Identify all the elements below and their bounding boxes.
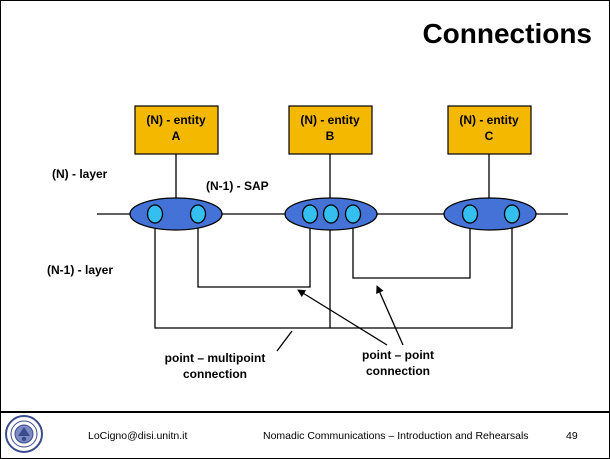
entity-box-c: [447, 105, 532, 155]
sap-a1: [146, 204, 164, 224]
point-multipoint-connection: [154, 216, 513, 329]
sap-c2: [503, 204, 521, 224]
entity-a-label: (N) - entity: [146, 113, 206, 127]
sap-b2: [322, 204, 340, 224]
footer-divider: [0, 411, 610, 413]
n1-layer-label: (N-1) - layer: [47, 263, 113, 277]
entity-box-b: [288, 105, 373, 155]
entity-b-letter: B: [326, 129, 335, 143]
multipoint-label-line1: point – multipoint: [165, 351, 266, 365]
n1-entity-ellipse-c: [443, 197, 537, 231]
arrow-to-ab-connection: [297, 289, 388, 346]
footer-page-number: 49: [566, 430, 578, 442]
slide-title: Connections: [422, 18, 592, 49]
footer-email: LoCigno@disi.unitn.it: [88, 430, 188, 442]
footer-course: Nomadic Communications – Introduction an…: [263, 430, 529, 442]
sap-a2: [189, 204, 207, 224]
point-point-connection-ab: [197, 216, 311, 288]
multipoint-pointer-line: [276, 330, 293, 352]
entity-c-label: (N) - entity: [459, 113, 519, 127]
n1-sap-label: (N-1) - SAP: [206, 179, 269, 193]
sap-c1: [461, 204, 479, 224]
sap-b1: [301, 204, 319, 224]
p2p-label-line1: point – point: [362, 348, 434, 362]
university-seal-icon: [5, 415, 43, 453]
entity-c-letter: C: [485, 129, 494, 143]
p2p-label-line2: connection: [366, 364, 430, 378]
n1-entity-ellipse-a: [129, 197, 223, 231]
arrow-to-bc-connection: [376, 285, 404, 346]
sap-b3: [344, 204, 362, 224]
point-point-connection-bc: [352, 216, 471, 279]
n-layer-label: (N) - layer: [52, 167, 108, 181]
entity-b-label: (N) - entity: [300, 113, 360, 127]
multipoint-label-line2: connection: [183, 367, 247, 381]
entity-box-a: [134, 105, 219, 155]
entity-a-letter: A: [172, 129, 181, 143]
